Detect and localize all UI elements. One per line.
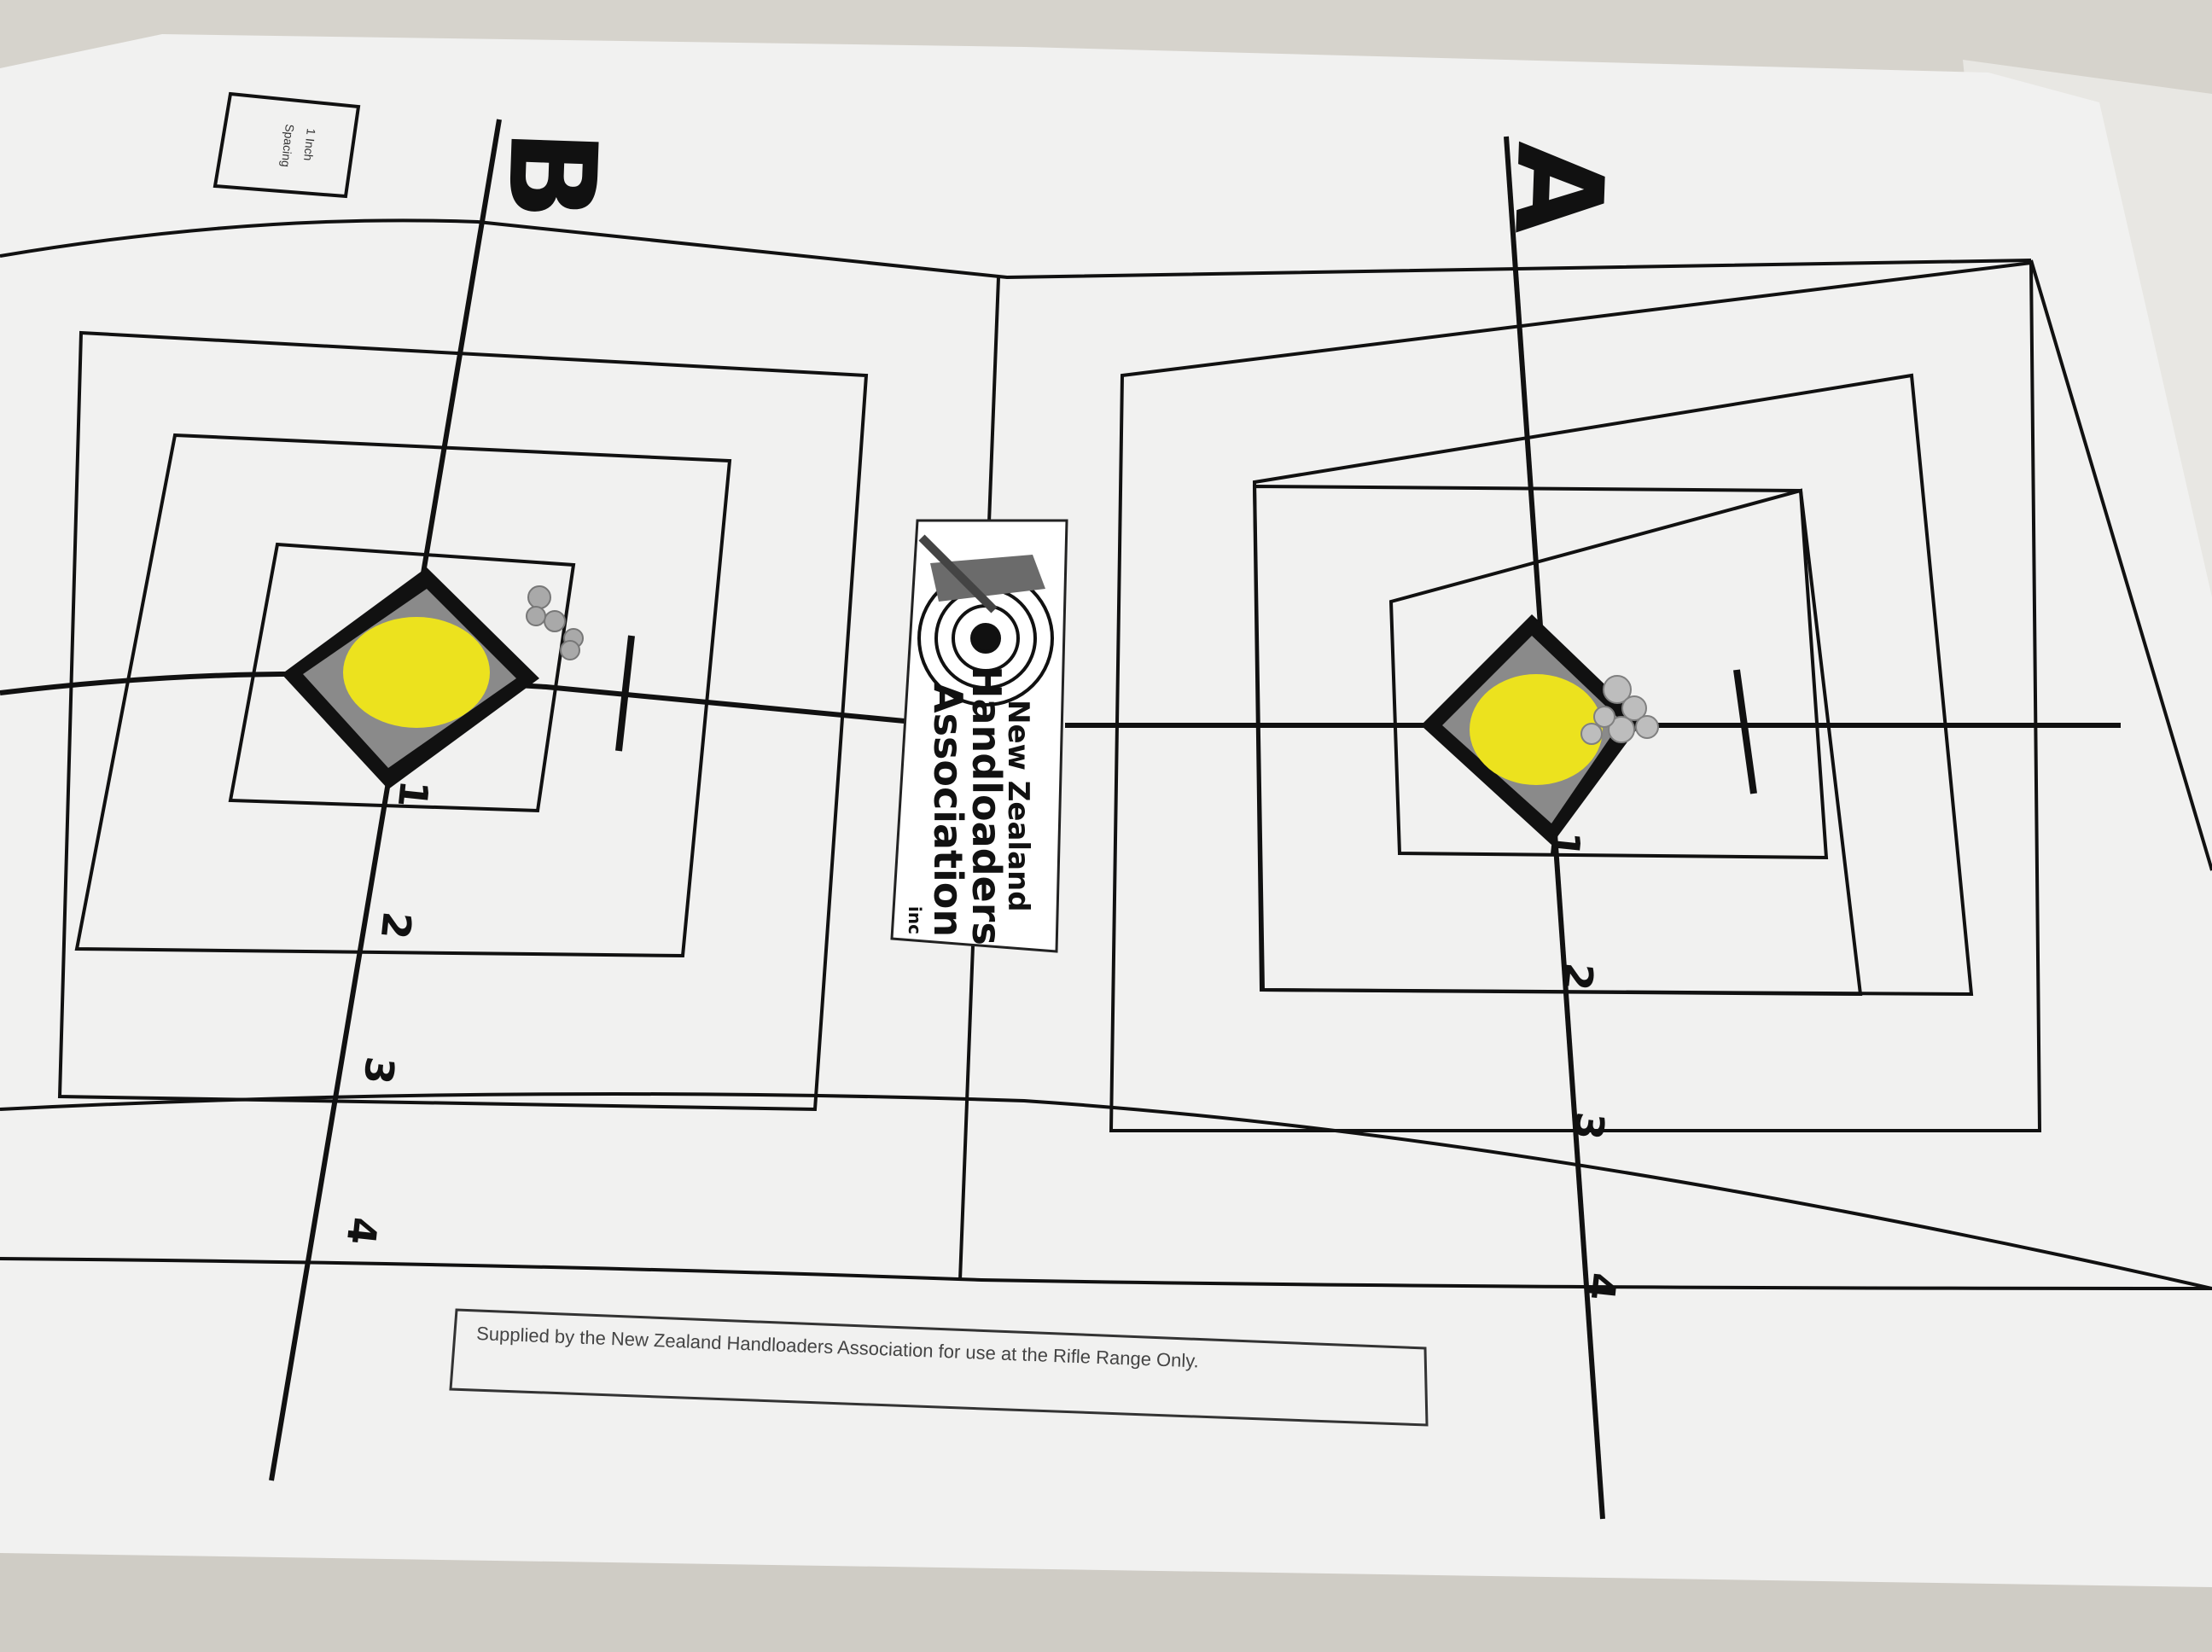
target-a-mark-2: 2	[1554, 961, 1603, 992]
target-b-scale: 1 2 3 4	[338, 778, 438, 1247]
target-b-aim-point	[282, 567, 539, 789]
target-b-bullseye	[343, 617, 490, 728]
association-logo: New Zealand Handloaders Association inc	[890, 519, 1068, 953]
spacing-box: 1 Inch Spacing	[212, 91, 361, 199]
target-b-mark-2: 2	[372, 910, 421, 941]
target-a-mark-4: 4	[1577, 1271, 1626, 1302]
logo-suffix: inc	[905, 906, 925, 934]
target-b-mark-4: 4	[338, 1215, 387, 1247]
target-a-bullseye	[1470, 674, 1603, 785]
outer-frame	[0, 218, 2212, 1290]
target-a-scale: 1 2 3 4	[1541, 829, 1626, 1302]
target-a-tick	[1733, 669, 1757, 794]
target-b-tick	[615, 635, 635, 752]
target-a-letter: A	[1487, 140, 1629, 237]
target-b-rings	[57, 330, 869, 1112]
spacing-box-line1: 1 Inch	[301, 128, 318, 162]
target-b-shot-group	[526, 585, 584, 660]
target-a-mark-1: 1	[1541, 829, 1590, 860]
target-b-mark-3: 3	[355, 1055, 404, 1086]
logo-target-icon	[917, 570, 1054, 707]
target-a-rings	[1109, 260, 2042, 1132]
logo-line2: Handloaders	[963, 666, 1010, 945]
logo-line1: New Zealand	[1001, 700, 1035, 912]
paper-sheet	[0, 34, 2212, 1587]
target-a-shot-group	[1580, 675, 1659, 745]
logo-cartridge-icon	[918, 534, 1045, 614]
target-a-mark-3: 3	[1565, 1110, 1614, 1142]
logo-line3: Association	[925, 683, 971, 937]
target-b-letter: B	[480, 127, 622, 223]
spacing-box-line2: Spacing	[279, 124, 297, 168]
target-b-mark-1: 1	[389, 778, 438, 810]
target-a-aim-point	[1421, 614, 1643, 845]
